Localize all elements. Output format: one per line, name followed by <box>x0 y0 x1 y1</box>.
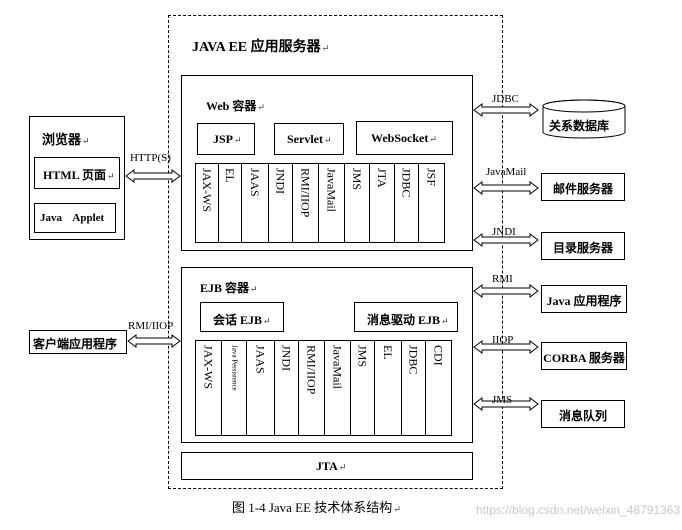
service-protocol-label: IIOP <box>492 334 514 346</box>
service-arrow <box>473 181 539 195</box>
service-arrow <box>473 284 539 298</box>
web-api-cell: JAX-WS <box>195 163 219 243</box>
ejb-api-cell: RMI/IIOP <box>298 340 325 436</box>
web-api-table: JAX-WS EL JAAS JNDI RMI/IIOP JavaMail JMS JTA JD… <box>195 163 450 243</box>
mdb-box: 消息驱动 EJB↵ <box>354 302 458 332</box>
ejb-api-label: EL <box>381 345 395 360</box>
service-protocol-label: JNDI <box>492 226 516 238</box>
service-target-box: Java 应用程序 <box>541 285 627 313</box>
web-api-cell: JSF <box>418 163 445 243</box>
service-target-box: CORBA 服务器 <box>541 342 627 370</box>
web-api-label: JSF <box>424 168 439 187</box>
ejb-api-cell: JDBC <box>401 340 426 436</box>
ejb-api-cell: JNDI <box>274 340 299 436</box>
web-api-label: RMI/IIOP <box>298 168 313 218</box>
ejb-api-cell: JMS <box>350 340 375 436</box>
ejb-api-cell: JAAS <box>246 340 275 436</box>
server-boundary <box>168 15 503 489</box>
ejb-api-cell: Java Persistence <box>221 340 247 436</box>
web-api-cell: JDBC <box>394 163 419 243</box>
service-arrow <box>473 397 539 411</box>
web-api-cell: JMS <box>344 163 370 243</box>
ejb-api-label: JAAS <box>253 345 268 374</box>
ejb-api-cell: JavaMail <box>324 340 351 436</box>
java-applet-box: Java Applet <box>34 203 116 233</box>
service-protocol-label: JMS <box>492 394 513 406</box>
service-target-label: CORBA 服务器 <box>543 351 625 365</box>
service-target-box: 邮件服务器 <box>541 173 625 201</box>
web-api-cell: EL <box>218 163 242 243</box>
ejb-api-label: Java Persistence <box>230 345 239 391</box>
web-api-label: JMS <box>350 168 364 191</box>
service-target-label: 消息队列 <box>558 409 607 423</box>
client-ejb-arrow <box>127 334 181 348</box>
service-target-box: 消息队列 <box>541 400 625 428</box>
service-arrow <box>473 233 539 247</box>
jta-bar: JTA↵ <box>181 452 473 480</box>
ejb-api-cell: JAX-WS <box>195 340 222 436</box>
watermark: https://blog.csdn.net/weixin_48791363 <box>476 503 681 517</box>
server-title: JAVA EE 应用服务器↵ <box>192 40 330 55</box>
web-api-label: JavaMail <box>324 168 339 212</box>
rmi-iiop-label: RMI/IIOP <box>128 320 174 332</box>
ejb-api-label: JDBC <box>406 345 421 375</box>
html-page-box: HTML 页面↵ <box>34 157 120 189</box>
web-api-label: JTA <box>375 168 389 188</box>
web-api-cell: JNDI <box>268 163 293 243</box>
ejb-api-label: JMS <box>355 345 370 368</box>
service-arrow <box>473 340 539 354</box>
ejb-api-cell: EL <box>374 340 402 436</box>
database-label: 关系数据库 <box>549 119 610 133</box>
service-target-label: 目录服务器 <box>552 241 613 255</box>
ejb-api-table: JAX-WS Java Persistence JAAS JNDI RMI/IIOP Ja… <box>195 340 458 436</box>
ejb-container-title: EJB 容器↵ <box>200 281 258 295</box>
service-arrow <box>473 103 539 117</box>
ejb-api-label: JNDI <box>279 345 294 371</box>
web-api-label: JNDI <box>273 168 288 194</box>
client-app-box: 客户端应用程序 <box>29 330 127 354</box>
jsp-box: JSP↵ <box>197 123 255 155</box>
service-target-box: 目录服务器 <box>541 232 625 260</box>
ejb-api-cell: CDI <box>425 340 452 436</box>
web-api-cell: JTA <box>369 163 395 243</box>
ejb-api-label: RMI/IIOP <box>304 345 319 395</box>
web-api-label: JAAS <box>248 168 262 197</box>
servlet-box: Servlet↵ <box>274 123 344 155</box>
service-protocol-label: JavaMail <box>486 166 527 178</box>
browser-web-arrow <box>125 169 181 183</box>
ejb-api-label: CDI <box>431 345 446 366</box>
web-api-label: EL <box>223 168 237 183</box>
ejb-api-label: JAX-WS <box>201 345 216 389</box>
database-cylinder-icon <box>542 99 626 139</box>
service-target-label: 邮件服务器 <box>552 182 613 196</box>
web-api-cell: RMI/IIOP <box>292 163 319 243</box>
web-container-title: Web 容器↵ <box>206 99 265 113</box>
web-api-label: JDBC <box>399 168 414 198</box>
web-api-label: JAX-WS <box>200 168 214 212</box>
service-protocol-label: JDBC <box>492 93 519 105</box>
web-api-cell: JavaMail <box>318 163 345 243</box>
service-protocol-label: RMI <box>492 273 513 285</box>
session-ejb-box: 会话 EJB↵ <box>200 302 284 332</box>
web-api-cell: JAAS <box>241 163 269 243</box>
http-label: HTTP(S) <box>130 152 171 164</box>
websocket-box: WebSocket↵ <box>356 121 453 155</box>
figure-caption: 图 1-4 Java EE 技术体系结构↵ <box>232 500 401 515</box>
service-target-label: Java 应用程序 <box>546 294 622 308</box>
ejb-api-label: JavaMail <box>330 345 345 389</box>
